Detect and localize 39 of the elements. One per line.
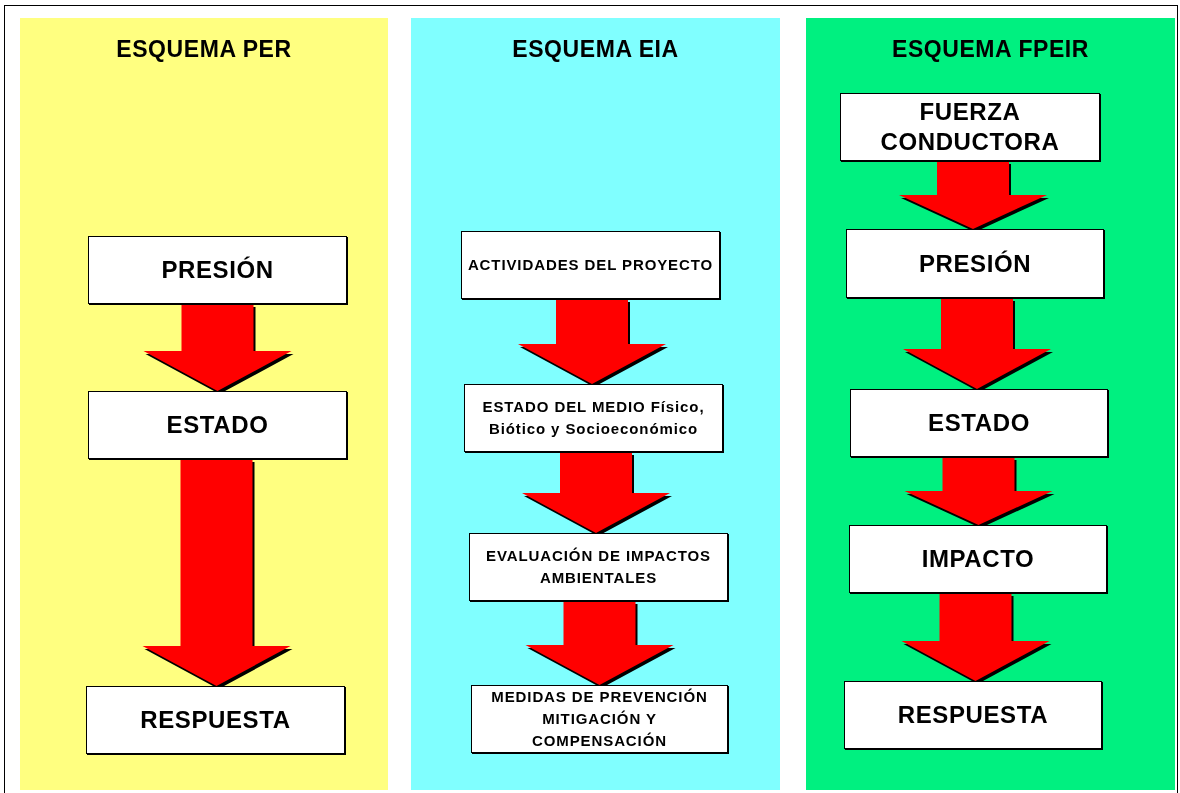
box-label: RESPUESTA [897,700,1049,730]
process-box [88,391,347,459]
block-arrow [143,304,292,391]
column-heading: ESQUEMA FPEIR [890,35,1090,64]
process-box [849,525,1107,593]
column-heading: ESQUEMA EIA [511,35,680,64]
box-label: ESTADO DEL MEDIO Físico, Biótico y Socioeconómico [481,397,706,439]
block-arrow [522,452,670,533]
process-box [88,236,347,304]
process-box [461,231,720,299]
process-box [840,93,1100,161]
box-label: ESTADO [166,410,269,440]
column-heading: ESQUEMA PER [115,35,293,64]
block-arrow [525,601,674,685]
block-arrow [899,161,1047,229]
column-panel [806,18,1175,790]
box-label: ESTADO [928,408,1030,438]
column-panel [20,18,388,790]
box-label: EVALUACIÓN DE IMPACTOS AMBIENTALES [485,546,712,588]
process-box [464,384,723,452]
process-box [469,533,728,601]
process-box [846,229,1104,298]
box-label: ACTIVIDADES DEL PROYECTO [467,255,714,275]
box-label: FUERZA CONDUCTORA [879,97,1061,157]
box-label: RESPUESTA [140,705,291,735]
box-label: PRESIÓN [161,255,274,285]
box-label: PRESIÓN [918,248,1032,279]
box-label: IMPACTO [921,544,1035,574]
block-arrow [518,299,666,384]
block-arrow [142,459,291,686]
process-box [850,389,1108,457]
column-panel [411,18,780,790]
process-box [844,681,1102,749]
block-arrow [903,298,1051,389]
process-box [86,686,345,754]
process-box [471,685,728,753]
block-arrow [901,593,1050,681]
box-label: MEDIDAS DE PREVENCIÓN MITIGACIÓN Y COMPENSACIÓN [490,687,709,751]
block-arrow [904,457,1053,525]
